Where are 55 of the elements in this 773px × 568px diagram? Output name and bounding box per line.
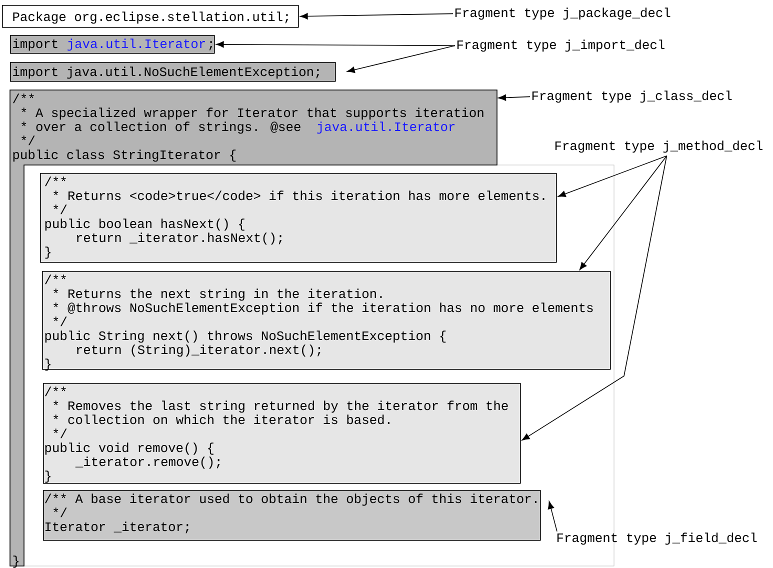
code-line: return (String)_iterator.next();: [76, 344, 320, 357]
code-fragment-box: [40, 173, 557, 263]
code-line: public boolean hasNext() {: [45, 218, 244, 231]
code-fragment-box: [43, 490, 541, 541]
code-line: */: [54, 316, 67, 326]
code-line: * A specialized wrapper for Iterator that supports iteration: [22, 108, 484, 120]
code-line: * Returns the next string in the iteration.: [54, 288, 382, 301]
code-line: * Returns <code>true</code> if this iteration has more elements.: [54, 190, 544, 200]
code-line: }: [45, 246, 50, 259]
code-line: }: [13, 556, 18, 568]
code-line: Package org.eclipse.stellation.util;: [13, 12, 288, 24]
code-line: public class StringIterator {: [13, 150, 236, 162]
code-line: java.util.Iterator: [317, 122, 455, 134]
arrow: [346, 45, 456, 73]
fragment-label: Fragment type j_import_decl: [457, 40, 664, 52]
code-line: */: [54, 428, 67, 438]
arrow: [548, 501, 558, 532]
code-line: _iterator.remove();: [75, 456, 220, 469]
fragment-label: Fragment type j_package_decl: [455, 8, 670, 20]
code-line: * collection on which the iterator is based.: [54, 414, 390, 424]
arrow: [498, 94, 530, 101]
fragment-label: Fragment type j_method_decl: [555, 140, 762, 153]
fragment-label: Fragment type j_class_decl: [532, 90, 732, 103]
code-line: public void remove() {: [45, 442, 214, 455]
code-fragment-box: [10, 35, 215, 54]
arrow: [216, 41, 456, 48]
code-line: java.util.Iterator: [68, 38, 205, 51]
code-line: */: [54, 508, 67, 518]
code-fragment-box: [10, 62, 336, 82]
code-line: /**: [44, 274, 66, 284]
code-fragment-box: [2, 5, 299, 28]
code-line: /** A base iterator used to obtain the objects of this iterator.: [44, 494, 536, 506]
arrow: [300, 13, 454, 20]
arrow: [579, 155, 668, 270]
code-line: ;: [209, 41, 212, 50]
code-line: Iterator _iterator;: [45, 522, 188, 534]
code-line: public String next() throws NoSuchElementException {: [45, 330, 446, 343]
code-line: /**: [12, 94, 34, 104]
code-line: import java.util.NoSuchElementException;: [13, 66, 320, 79]
fragment-label: Fragment type j_field_decl: [557, 532, 757, 545]
code-line: * over a collection of strings. @see: [22, 122, 300, 134]
code-line: import: [13, 38, 58, 51]
arrow: [522, 155, 668, 441]
code-fragment-box: [43, 383, 521, 484]
code-line: return _iterator.hasNext();: [76, 232, 282, 245]
code-line: * @throws NoSuchElementException if the iteration has no more elements: [54, 302, 593, 315]
arrow: [558, 155, 668, 197]
code-line: /**: [44, 176, 66, 186]
code-line: */: [22, 136, 35, 146]
code-fragment-box: [42, 271, 611, 371]
code-line: * Removes the last string returned by the iterator from the: [54, 400, 508, 413]
code-line: }: [45, 470, 50, 483]
code-line: /**: [44, 386, 66, 396]
code-line: */: [54, 204, 67, 214]
code-line: }: [45, 358, 50, 371]
